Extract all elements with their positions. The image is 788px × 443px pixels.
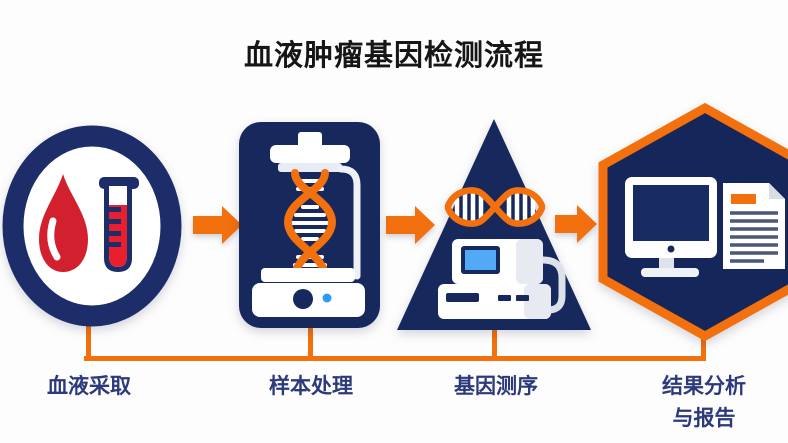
report-document-icon	[723, 183, 785, 269]
arrow-right-icon-1	[193, 206, 242, 244]
monitor-button	[667, 245, 675, 253]
sequencer-slot	[446, 293, 479, 302]
page-title: 血液肿瘤基因检测流程	[243, 40, 544, 72]
timeline-stub-step2	[308, 325, 313, 360]
step4-hexagon-node	[598, 102, 788, 342]
step-label-text-line1: 结果分析	[662, 375, 746, 398]
arrow-right-icon-2	[386, 206, 435, 244]
document-header-bar	[731, 194, 756, 204]
sequencer-cable	[539, 256, 566, 314]
step-label-blood-collection: 血液采取	[47, 371, 131, 403]
step3-triangle-node	[397, 119, 591, 330]
computer-monitor-icon	[625, 177, 717, 277]
arrow-right-icon-3	[555, 205, 597, 243]
lab-extraction-machine-icon	[270, 132, 361, 280]
blood-drop-icon	[39, 174, 88, 272]
sequencer-screen	[465, 250, 496, 270]
step-label-text: 血液采取	[47, 375, 131, 398]
machine-base	[252, 268, 365, 317]
timeline-stub-step1	[86, 320, 91, 360]
step1-circle-node	[2, 125, 182, 327]
machine-indicator-light	[322, 293, 332, 303]
step2-rounded-rect-node	[239, 122, 380, 328]
step-label-result-report: 结果分析 与报告	[662, 371, 746, 435]
timeline-stub-step3	[492, 328, 497, 360]
monitor-screen	[633, 185, 709, 241]
sequencer-machine-icon	[438, 239, 566, 319]
step-label-text-line2: 与报告	[672, 407, 736, 430]
timeline-stub-step4	[701, 330, 706, 360]
dna-strand-horizontal-icon	[444, 187, 546, 227]
step-label-gene-sequencing: 基因测序	[454, 371, 538, 403]
document-fold-corner	[769, 183, 785, 199]
test-tube-icon	[99, 177, 139, 272]
step-label-text: 基因测序	[454, 375, 538, 398]
machine-knob	[293, 289, 313, 309]
step-label-text: 样本处理	[269, 375, 353, 398]
circle-ring	[2, 125, 182, 327]
timeline-horizontal-line	[84, 356, 706, 361]
drop-highlight	[47, 217, 61, 261]
step-label-sample-processing: 样本处理	[269, 371, 353, 403]
machine-side-rod	[337, 165, 361, 280]
timeline-connector	[84, 320, 706, 361]
